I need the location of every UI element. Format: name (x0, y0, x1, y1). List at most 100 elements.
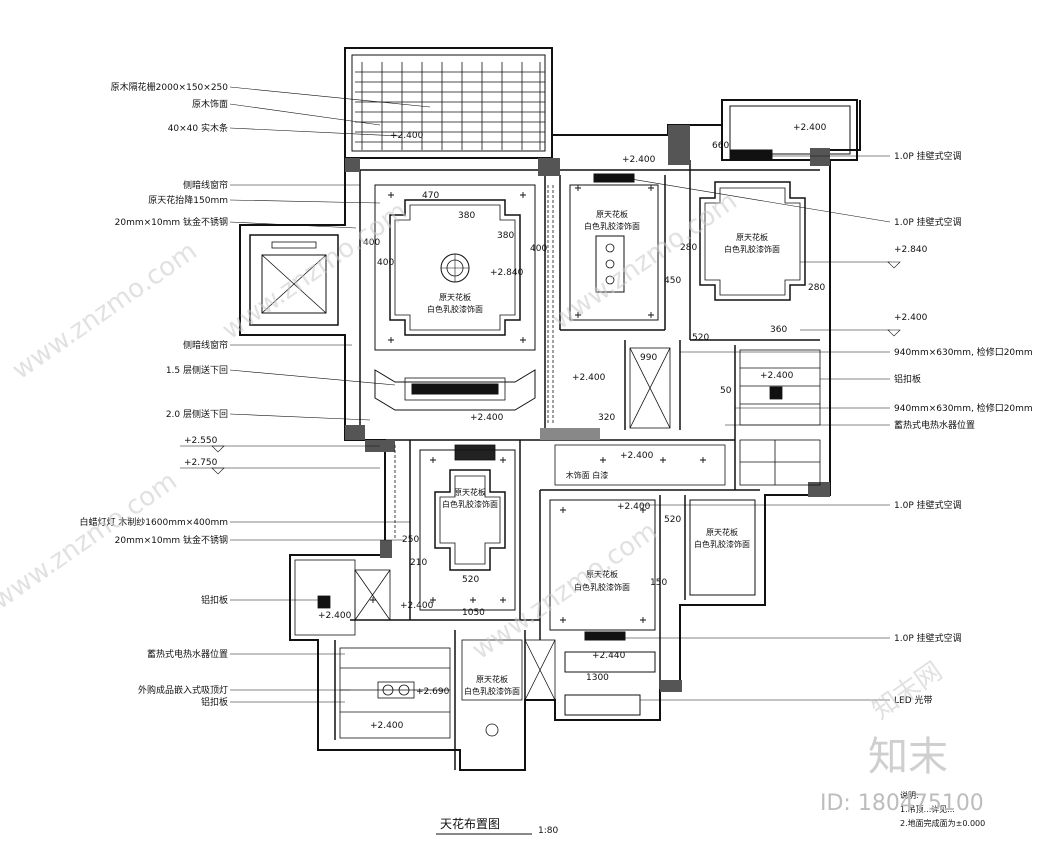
level-marker: +2.400 (617, 502, 651, 512)
watermark-brand: 知末 (868, 734, 948, 780)
label-water-heater-1: 蓄热式电热水器位置 (147, 648, 228, 660)
dim-text: 280 (808, 283, 825, 293)
corridor-text: 木饰面 白漆 (566, 470, 609, 480)
level-marker: +2.840 (490, 268, 524, 278)
dim-text: 400 (530, 244, 547, 254)
notes-block: 说明: 1.吊顶...详见... 2.地面完成面为±0.000 (900, 790, 985, 828)
dimension-numbers: 380 400 470 380 400 400 280 450 280 990 … (363, 141, 825, 683)
label-ac-3: 1.0P 挂壁式空调 (894, 499, 962, 511)
label-ac-2: 1.0P 挂壁式空调 (894, 216, 962, 228)
dim-text: 380 (458, 211, 475, 221)
right-annotations (624, 155, 891, 701)
label-ceiling-lamp: 外购成品嵌入式吸顶灯 (138, 684, 228, 696)
balcony-text-2: 白色乳胶漆饰面 (464, 686, 520, 696)
ceiling-light-points (370, 185, 706, 623)
label-led-strip: LED 光带 (894, 694, 933, 706)
label-curtain-box-1: 侧暗线窗帘 (183, 179, 228, 191)
level-triangles (211, 261, 901, 475)
bed1-text-2: 白色乳胶漆饰面 (584, 221, 640, 231)
dim-text: 250 (402, 535, 419, 545)
interior-walls (334, 160, 820, 770)
right-label-texts: 1.0P 挂壁式空调 1.0P 挂壁式空调 +2.840 +2.400 940m… (894, 150, 1033, 706)
label-level-2750: +2.750 (184, 458, 218, 468)
level-marker: +2.400 (572, 373, 606, 383)
kitchen-ceiling (294, 559, 451, 739)
bottom-balcony-ceiling (461, 639, 556, 737)
bed2-text-2: 白色乳胶漆饰面 (574, 582, 630, 592)
label-steel-trim-2: 20mm×10mm 钛金不锈钢 (115, 534, 228, 546)
drawing-scale: 1:80 (538, 826, 558, 836)
level-marker: +2.400 (760, 371, 794, 381)
label-access-panel-1: 940mm×630mm, 检修口20mm (894, 346, 1033, 358)
dim-text: 280 (680, 243, 697, 253)
elevator-shaft (249, 234, 339, 326)
label-ac-4: 1.0P 挂壁式空调 (894, 632, 962, 644)
level-marker: +2.400 (620, 451, 654, 461)
living-room-ceiling (374, 184, 536, 351)
dining-text-1: 原天花板 (454, 487, 486, 497)
left-label-texts: 原木隔花栅2000×150×250 原木饰面 40×40 实木条 侧暗线窗帘 原… (79, 81, 228, 708)
drawing-title: 天花布置图 (440, 816, 500, 831)
level-marker: +2.400 (370, 721, 404, 731)
level-marker: +2.400 (400, 601, 434, 611)
bed2-text-1: 原天花板 (586, 569, 618, 579)
balcony-text-1: 原天花板 (476, 674, 508, 684)
level-marker: +2.400 (793, 123, 827, 133)
label-ceiling-drop: 原天花抬降150mm (148, 194, 228, 206)
label-ac-1: 1.0P 挂壁式空调 (894, 150, 962, 162)
note-heading: 说明: (900, 790, 919, 800)
living-text-2: 白色乳胶漆饰面 (427, 304, 483, 314)
dim-text: 360 (770, 325, 787, 335)
corridor-ceiling (454, 444, 726, 486)
master-text-2: 白色乳胶漆饰面 (724, 244, 780, 254)
label-pendant-lamp: 白蜡灯灯 木制纱1600mm×400mm (79, 516, 228, 528)
master-text-1: 原天花板 (736, 232, 768, 242)
dim-text: 380 (497, 231, 514, 241)
label-wood-grille: 原木隔花栅2000×150×250 (111, 81, 229, 93)
label-wood-strip: 40×40 实木条 (168, 122, 228, 134)
living-room-light-bar (374, 369, 536, 411)
label-level-2400: +2.400 (894, 313, 928, 323)
label-side-supply-15: 1.5 层侧送下回 (166, 364, 228, 376)
level-marker: +2.400 (622, 155, 656, 165)
note-line-1: 1.吊顶...详见... (900, 804, 955, 814)
dim-text: 450 (664, 276, 681, 286)
left-annotations (180, 86, 431, 703)
dim-text: 400 (363, 238, 380, 248)
note-line-2: 2.地面完成面为±0.000 (900, 818, 985, 828)
level-marker: +2.440 (592, 651, 626, 661)
bedroom-three-ceiling (689, 499, 756, 596)
label-steel-trim-1: 20mm×10mm 钛金不锈钢 (115, 216, 228, 228)
dim-text: 470 (422, 191, 439, 201)
balcony-wood-grille (355, 62, 545, 150)
dining-text-2: 白色乳胶漆饰面 (442, 499, 498, 509)
bed1-text-1: 原天花板 (596, 209, 628, 219)
dim-text: 150 (650, 578, 667, 588)
master-bedroom-ceiling (699, 149, 806, 301)
dim-text: 320 (598, 413, 615, 423)
watermark-id: ID: 180475100 (820, 791, 984, 816)
dim-text: 990 (640, 353, 657, 363)
bedroom-two-ceiling (549, 499, 656, 716)
dim-text: 520 (692, 333, 709, 343)
level-marker: +2.690 (416, 687, 450, 697)
dim-text: 210 (410, 558, 427, 568)
room-texts: 原天花板 白色乳胶漆饰面 原天花板 白色乳胶漆饰面 原天花板 白色乳胶漆饰面 原… (427, 209, 780, 696)
living-text-1: 原天花板 (439, 292, 471, 302)
dim-text: 520 (462, 575, 479, 585)
label-aluminum-panel-2: 铝扣板 (201, 696, 228, 708)
dim-text: 1300 (586, 673, 609, 683)
dining-ceiling (419, 449, 516, 611)
drawing-title-block: 天花布置图 1:80 (436, 816, 558, 836)
label-water-heater-2: 蓄热式电热水器位置 (894, 419, 975, 431)
label-level-2840: +2.840 (894, 245, 928, 255)
label-side-supply-20: 2.0 层侧送下回 (166, 408, 228, 420)
curtain-track-lines (394, 185, 554, 540)
label-level-2550: +2.550 (184, 436, 218, 446)
label-wood-finish: 原木饰面 (192, 98, 228, 110)
dim-text: 520 (664, 515, 681, 525)
dim-text: 400 (377, 258, 394, 268)
bed3-text-1: 原天花板 (706, 527, 738, 537)
label-aluminum-panel-r: 铝扣板 (894, 373, 921, 385)
